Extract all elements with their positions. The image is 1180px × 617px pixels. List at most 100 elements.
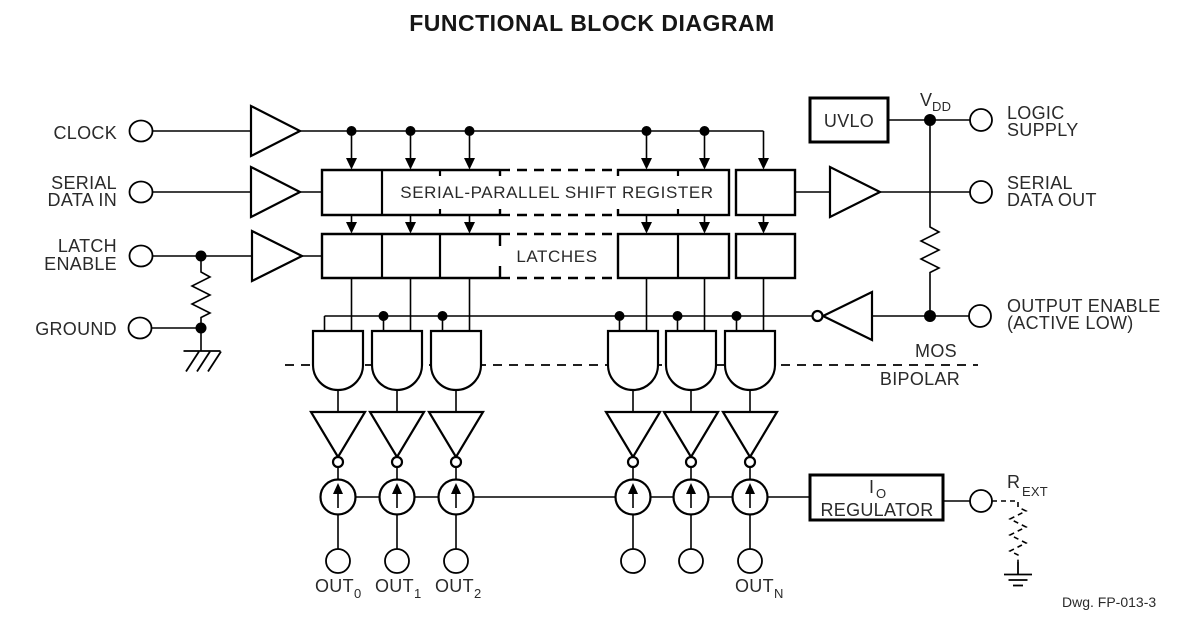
rext-label: R (1007, 472, 1020, 492)
io-regulator-label-line2: REGULATOR (820, 500, 933, 520)
latches-label: LATCHES (516, 247, 597, 266)
inverter-bubble-icon (449, 455, 463, 469)
clock-buffer-icon (249, 104, 303, 158)
latch-enable-buffer-icon (250, 229, 305, 283)
and-gate-icon (311, 329, 365, 392)
io-regulator-box (808, 473, 945, 522)
uvlo-box (808, 96, 890, 144)
output-enable-inverter-icon (820, 290, 874, 342)
inverter-bubble-icon (684, 455, 698, 469)
and-gate-icon (723, 329, 777, 392)
bipolar-label: BIPOLAR (880, 369, 960, 389)
and-gate-icon (429, 329, 483, 392)
down-arrowhead (758, 222, 769, 234)
out1-label: OUT (375, 576, 414, 596)
driver-inverter-icon (604, 410, 662, 460)
clock-junction-dot (405, 126, 416, 136)
rext-subscript: EXT (1022, 484, 1048, 499)
output-enable-label-line2: (ACTIVE LOW) (1007, 313, 1134, 333)
inverter-bubble-icon (743, 455, 757, 469)
latch-enable-junction-dot (195, 250, 207, 262)
output-pin (325, 548, 351, 574)
text-layer: FUNCTIONAL BLOCK DIAGRAM CLOCK SERIAL DA… (35, 10, 1160, 610)
down-arrowhead (405, 222, 416, 234)
out2-subscript: 2 (474, 586, 481, 601)
driver-inverter-icon (662, 410, 720, 460)
down-arrowhead (464, 222, 475, 234)
serial-data-out-label-line1: SERIAL (1007, 173, 1073, 193)
mos-label: MOS (915, 341, 957, 361)
up-arrowhead (745, 483, 755, 494)
down-arrowhead (758, 158, 769, 170)
vdd-subscript: DD (932, 99, 951, 114)
outN-label: OUT (735, 576, 774, 596)
down-arrowhead (346, 222, 357, 234)
up-arrowhead (628, 483, 638, 494)
clock-junction-dot (346, 126, 357, 136)
down-arrowhead (464, 158, 475, 170)
latches-end-cell (734, 232, 797, 280)
serial-data-out-buffer-icon (828, 165, 883, 219)
io-regulator-label-main: I (869, 477, 874, 497)
latches-box (320, 232, 500, 280)
rext-external-resistor (992, 500, 1028, 562)
shift-register-end-cell (734, 168, 797, 217)
regulator-pin (969, 489, 993, 513)
enable-junction-dot (672, 311, 683, 321)
clock-label: CLOCK (53, 123, 117, 143)
io-regulator-label-sub: O (876, 486, 886, 501)
up-arrowhead (451, 483, 461, 494)
output-pin (384, 548, 410, 574)
outN-subscript: N (774, 586, 784, 601)
serial-data-in-pin (128, 180, 154, 204)
ground-junction-dot (195, 322, 207, 334)
top-right-section (795, 96, 993, 342)
serial-data-in-label-line1: SERIAL (51, 173, 117, 193)
out0-label: OUT (315, 576, 354, 596)
serial-data-out-label-line2: DATA OUT (1007, 190, 1097, 210)
output-pin (737, 548, 763, 574)
output-channel (309, 126, 367, 574)
drawing-number: Dwg. FP-013-3 (1062, 594, 1156, 610)
output-channel (427, 126, 485, 574)
driver-inverter-icon (368, 410, 426, 460)
serial-data-in-label-line2: DATA IN (48, 190, 117, 210)
enable-junction-dot (378, 311, 389, 321)
output-channel (662, 126, 720, 574)
and-gate-icon (606, 329, 660, 392)
latches-box-right (616, 232, 731, 280)
up-arrowhead (333, 483, 343, 494)
logic-supply-label-line2: SUPPLY (1007, 120, 1079, 140)
regulator-section (808, 473, 1032, 587)
down-arrowhead (346, 158, 357, 170)
clock-junction-dot (699, 126, 710, 136)
earth-ground-icon (1004, 562, 1032, 587)
latch-enable-label-line1: LATCH (58, 236, 117, 256)
latch-enable-label-line2: ENABLE (44, 254, 117, 274)
and-gate-icon (664, 329, 718, 392)
serial-data-in-buffer-icon (249, 165, 303, 219)
up-arrowhead (392, 483, 402, 494)
output-channel (604, 126, 662, 574)
shift-register-label: SERIAL-PARALLEL SHIFT REGISTER (400, 183, 713, 202)
output-pin (678, 548, 704, 574)
clock-pin (128, 119, 154, 143)
output-enable-pin (968, 304, 992, 328)
driver-inverter-icon (721, 410, 779, 460)
inverter-bubble-icon (811, 309, 824, 323)
latch-enable-pulldown-resistor (190, 256, 212, 328)
down-arrowhead (641, 158, 652, 170)
ground-pin (127, 316, 153, 340)
output-enable-junction-dot (924, 310, 936, 322)
inverter-bubble-icon (626, 455, 640, 469)
clock-junction-dot (464, 126, 475, 136)
out1-subscript: 1 (414, 586, 421, 601)
driver-inverter-icon (427, 410, 485, 460)
vdd-label: V (920, 90, 932, 110)
out2-label: OUT (435, 576, 474, 596)
down-arrowhead (405, 158, 416, 170)
out0-subscript: 0 (354, 586, 361, 601)
inverter-bubble-icon (331, 455, 345, 469)
vdd-junction-dot (924, 114, 936, 126)
